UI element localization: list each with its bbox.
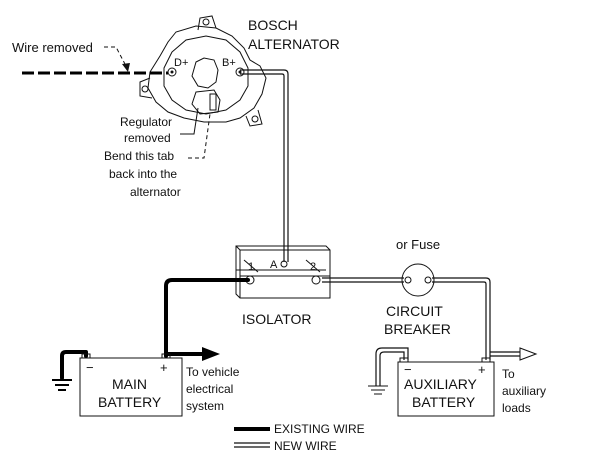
new-wire-isolator-to-breaker	[322, 277, 404, 283]
bend-tab-leader	[188, 113, 211, 159]
aux-battery: − + AUXILIARY BATTERY	[397, 357, 495, 417]
wire-removed-arrowhead	[122, 63, 130, 72]
aux-dest-line1: To	[502, 367, 515, 381]
aux-battery-label-line1: AUXILIARY	[404, 376, 478, 392]
isolator: 1 A 2	[235, 245, 331, 299]
legend-existing-label: EXISTING WIRE	[274, 422, 365, 436]
existing-wire-to-vehicle	[164, 347, 220, 361]
or-fuse-label: or Fuse	[396, 237, 440, 252]
aux-battery-label-line2: BATTERY	[412, 394, 476, 410]
main-battery-plus: +	[160, 360, 168, 375]
main-battery: − + MAIN BATTERY	[79, 353, 183, 417]
vehicle-dest-line2: electrical	[186, 382, 233, 396]
alternator-brand-label: BOSCH	[248, 17, 298, 33]
new-wire-alternator-to-isolator	[240, 69, 289, 262]
breaker-label: BREAKER	[384, 321, 451, 337]
aux-dest-line3: loads	[502, 401, 531, 415]
existing-wire-isolator-to-main	[164, 278, 250, 358]
main-battery-label-line1: MAIN	[112, 376, 147, 392]
aux-battery-minus: −	[404, 362, 412, 377]
legend-new-label: NEW WIRE	[274, 439, 337, 453]
wire-removed-leader	[104, 46, 127, 67]
isolator-label: ISOLATOR	[242, 311, 312, 327]
new-wire-breaker-to-aux-battery	[432, 277, 491, 360]
legend: EXISTING WIRE NEW WIRE	[234, 422, 365, 453]
wire-removed-label: Wire removed	[12, 40, 93, 55]
regulator-label-line2: removed	[124, 131, 171, 145]
aux-dest-line2: auxiliary	[502, 384, 546, 398]
circuit-breaker	[401, 263, 435, 297]
new-wire-aux-loads	[490, 347, 538, 361]
isolator-terminal-1: 1	[248, 261, 254, 273]
regulator-label-line1: Regulator	[120, 115, 172, 129]
bend-tab-label-line2: back into the	[109, 167, 177, 181]
aux-battery-plus: +	[478, 362, 486, 377]
alternator-name-label: ALTERNATOR	[248, 36, 340, 52]
vehicle-dest-line1: To vehicle	[186, 365, 240, 379]
terminal-b-plus-label: B+	[222, 57, 236, 69]
existing-wire-main-ground	[52, 350, 88, 391]
vehicle-dest-line3: system	[186, 399, 224, 413]
isolator-terminal-a: A	[270, 259, 278, 271]
bend-tab-label-line3: alternator	[130, 185, 181, 199]
bend-tab-label-line1: Bend this tab	[104, 149, 174, 163]
terminal-d-plus-label: D+	[174, 57, 188, 69]
isolator-terminal-2: 2	[310, 261, 316, 273]
new-wire-aux-ground	[368, 347, 409, 395]
main-battery-minus: −	[86, 360, 94, 375]
regulator-leader	[180, 107, 199, 135]
main-battery-label-line2: BATTERY	[98, 394, 162, 410]
circuit-label: CIRCUIT	[386, 303, 443, 319]
